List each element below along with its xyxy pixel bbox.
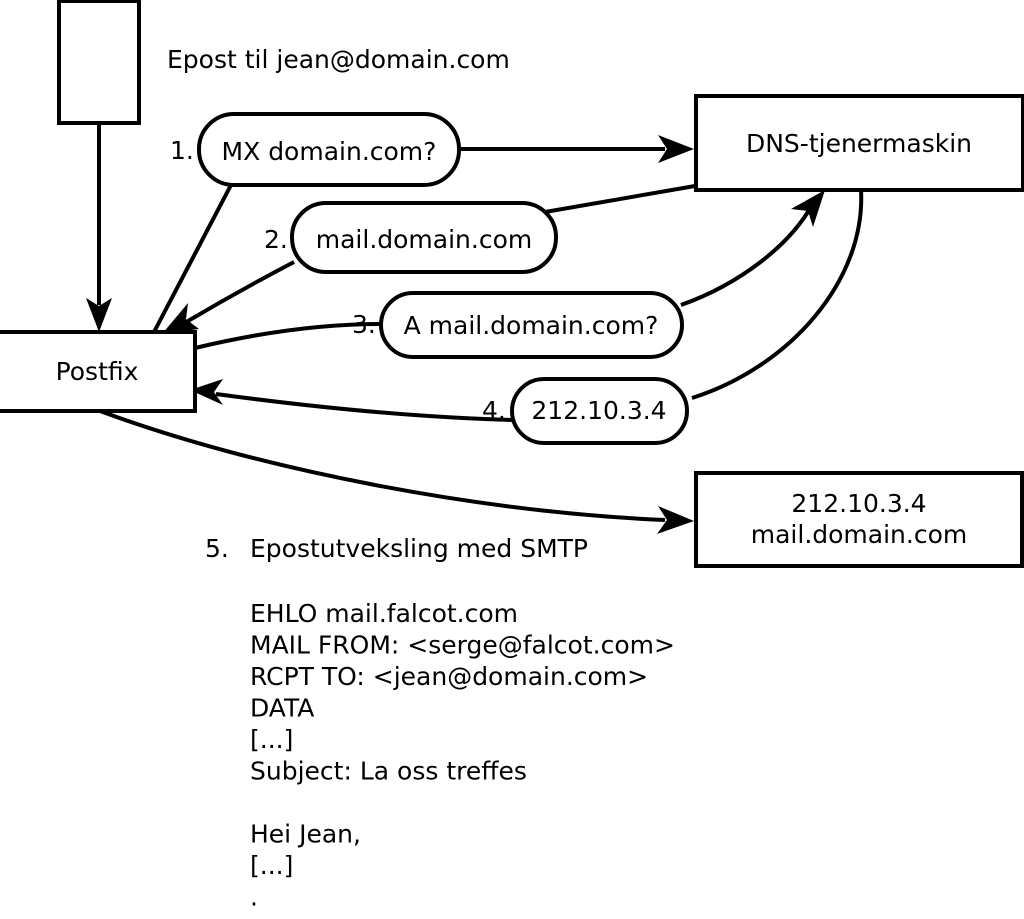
edge-postfix-to-step3 — [194, 322, 382, 350]
edge-step2-to-postfix — [162, 260, 295, 334]
smtp-transcript-line: EHLO mail.falcot.com — [250, 599, 518, 628]
step-5-number: 5. — [205, 534, 229, 563]
smtp-transcript-line: RCPT TO: <jean@domain.com> — [250, 662, 648, 691]
step-1-bubble[interactable]: 1. MX domain.com? — [170, 112, 461, 187]
step-3-label: A mail.domain.com? — [404, 311, 659, 340]
postfix-label: Postfix — [56, 357, 139, 386]
smtp-transcript-line: . — [250, 883, 258, 912]
edge-step4-to-postfix — [190, 379, 513, 422]
step-5-label: Epostutveksling med SMTP — [250, 534, 588, 563]
step-1-number: 1. — [170, 136, 194, 165]
step-4-bubble[interactable]: 4. 212.10.3.4 — [482, 377, 689, 445]
smtp-transcript-line: [...] — [250, 851, 293, 880]
smtp-transcript-line: MAIL FROM: <serge@falcot.com> — [250, 631, 675, 660]
client-box[interactable] — [57, 0, 141, 125]
mail-server-ip: 212.10.3.4 — [791, 489, 926, 518]
step-2-number: 2. — [264, 225, 288, 254]
step-3-bubble[interactable]: 3. A mail.domain.com? — [352, 291, 684, 359]
step-3-number: 3. — [352, 310, 376, 339]
dns-server-node[interactable]: DNS-tjenermaskin — [694, 94, 1024, 192]
edge-step1-to-dns — [459, 135, 694, 163]
mail-server-node[interactable]: 212.10.3.4 mail.domain.com — [694, 471, 1024, 568]
edge-client-to-postfix — [86, 123, 112, 332]
edge-step3-to-dns — [680, 190, 825, 307]
edge-dns-to-step2 — [544, 184, 696, 214]
smtp-transcript-line: DATA — [250, 694, 314, 723]
dns-server-label: DNS-tjenermaskin — [746, 129, 972, 158]
step-4-label: 212.10.3.4 — [531, 396, 666, 425]
step-1-label: MX domain.com? — [222, 137, 437, 166]
edge-postfix-to-step1 — [152, 184, 233, 333]
step-2-label: mail.domain.com — [316, 225, 532, 254]
smtp-transcript-line: [...] — [250, 725, 293, 754]
smtp-transcript-line: Hei Jean, — [250, 820, 361, 849]
step-4-number: 4. — [482, 396, 506, 425]
step-5-caption: 5. Epostutveksling med SMTP — [205, 534, 588, 563]
edge-dns-to-step4 — [691, 189, 864, 400]
page-title: Epost til jean@domain.com — [167, 45, 510, 74]
mail-server-hostname: mail.domain.com — [751, 520, 967, 549]
edge-postfix-to-mailserver — [99, 409, 694, 534]
step-2-bubble[interactable]: 2. mail.domain.com — [264, 201, 558, 274]
smtp-transcript-line: Subject: La oss treffes — [250, 757, 527, 786]
postfix-node[interactable]: Postfix — [0, 330, 197, 413]
